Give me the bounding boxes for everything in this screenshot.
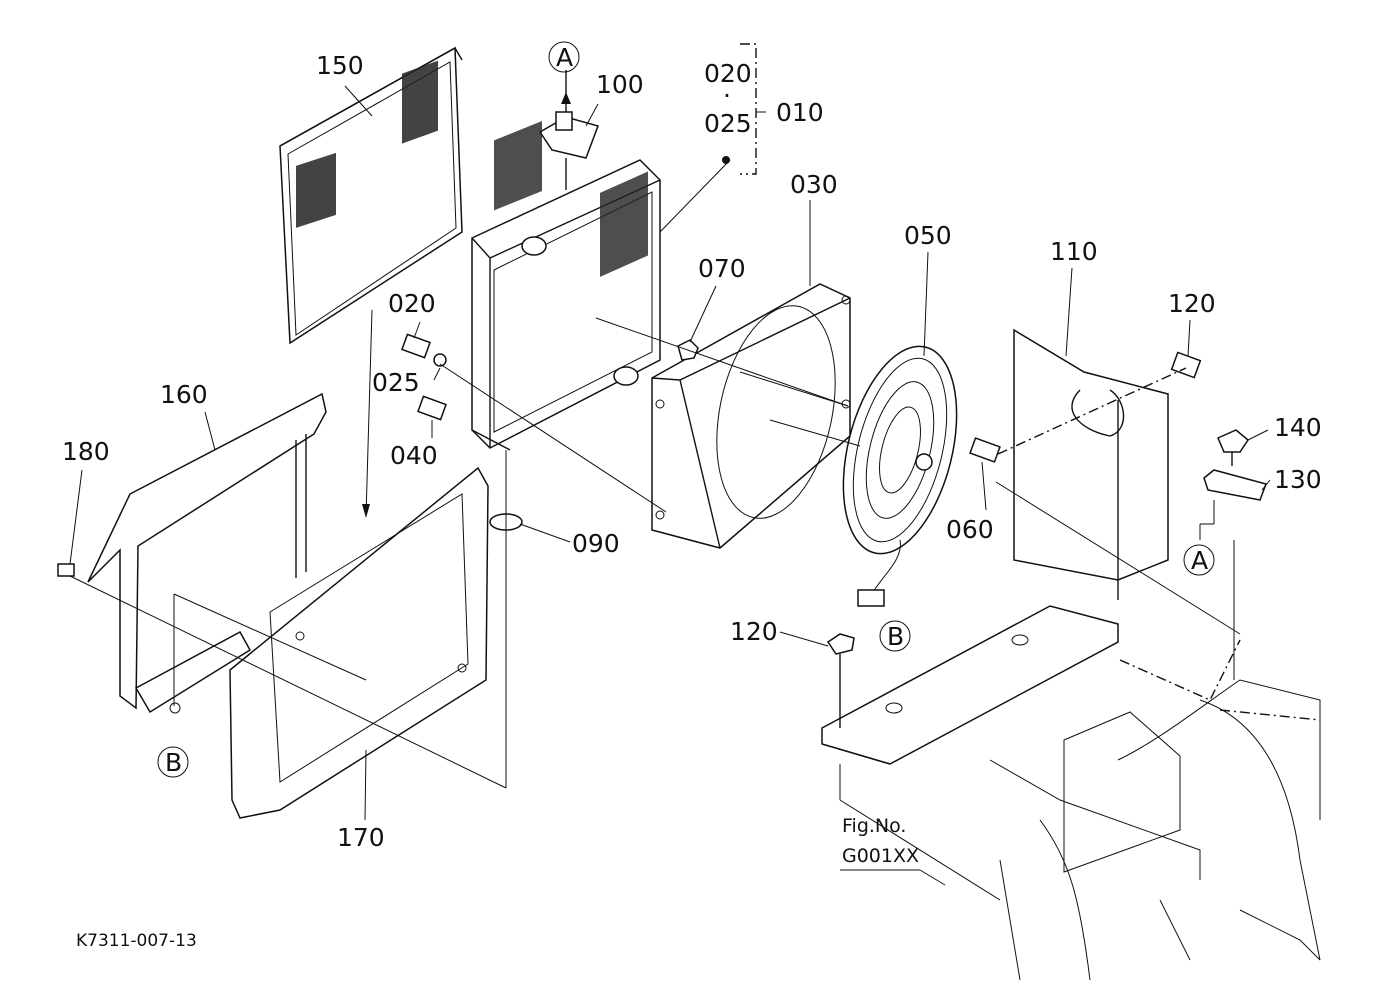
svg-text:B: B <box>887 622 904 651</box>
electric-fan-050[interactable] <box>824 335 976 607</box>
side-frame-160[interactable] <box>87 392 327 714</box>
upper-cushion-100[interactable] <box>538 70 599 190</box>
callout-040: 040 <box>390 441 438 470</box>
callout-070: 070 <box>698 254 746 283</box>
callout-020: 020 <box>388 289 436 318</box>
callout-labels: 150 100 020 · 025 010 030 050 110 070 02… <box>62 51 1322 951</box>
callout-170: 170 <box>337 823 385 852</box>
lower-bracket[interactable] <box>821 605 1119 765</box>
callout-160: 160 <box>160 380 208 409</box>
callout-120-lower: 120 <box>730 617 778 646</box>
screen-panel-150[interactable] <box>279 46 463 345</box>
callout-030: 030 <box>790 170 838 199</box>
gasket-panel-170[interactable] <box>229 466 489 819</box>
callout-100: 100 <box>596 70 644 99</box>
bolt-020[interactable] <box>401 333 431 359</box>
callout-060: 060 <box>946 515 994 544</box>
callout-090: 090 <box>572 529 620 558</box>
callout-180: 180 <box>62 437 110 466</box>
side-plate-110[interactable] <box>1013 328 1169 600</box>
bracket-025: 025 <box>704 109 752 138</box>
bolt-180[interactable] <box>57 563 75 577</box>
svg-text:A: A <box>1191 546 1208 575</box>
fan-shroud-030[interactable] <box>651 283 853 549</box>
callout-050: 050 <box>904 221 952 250</box>
callout-150: 150 <box>316 51 364 80</box>
tractor-frame-reference <box>989 639 1321 981</box>
callout-120-upper: 120 <box>1168 289 1216 318</box>
stay-130[interactable] <box>1203 469 1267 501</box>
bolt-060[interactable] <box>969 437 1001 463</box>
callout-130: 130 <box>1274 465 1322 494</box>
callout-140: 140 <box>1274 413 1322 442</box>
ref-mark-b-right: B <box>879 620 911 652</box>
bolt-040[interactable] <box>417 395 447 421</box>
ref-mark-a-right: A <box>1183 544 1215 576</box>
bracket-dot: · <box>723 81 731 110</box>
drawing-id: K7311-007-13 <box>76 931 197 951</box>
callout-110: 110 <box>1050 237 1098 266</box>
group-bracket <box>722 43 766 175</box>
ref-mark-b-left: B <box>157 746 189 778</box>
callout-025: 025 <box>372 368 420 397</box>
svg-text:B: B <box>165 748 182 777</box>
washer-025[interactable] <box>433 353 447 367</box>
radiator-010[interactable] <box>471 121 661 451</box>
figure-ref-line1: Fig.No. <box>842 815 906 837</box>
leader-lines <box>69 85 1271 886</box>
bracket-020: 020 <box>704 59 752 88</box>
ref-mark-a-top: A <box>548 41 580 73</box>
bolt-120-lower[interactable] <box>826 633 855 728</box>
bolt-140[interactable] <box>1217 429 1249 466</box>
center-lines <box>69 309 1241 901</box>
callout-010: 010 <box>776 98 824 127</box>
svg-text:A: A <box>556 43 573 72</box>
bolt-120-upper[interactable] <box>1170 351 1202 379</box>
figure-ref-line2: G001XX <box>842 845 919 867</box>
